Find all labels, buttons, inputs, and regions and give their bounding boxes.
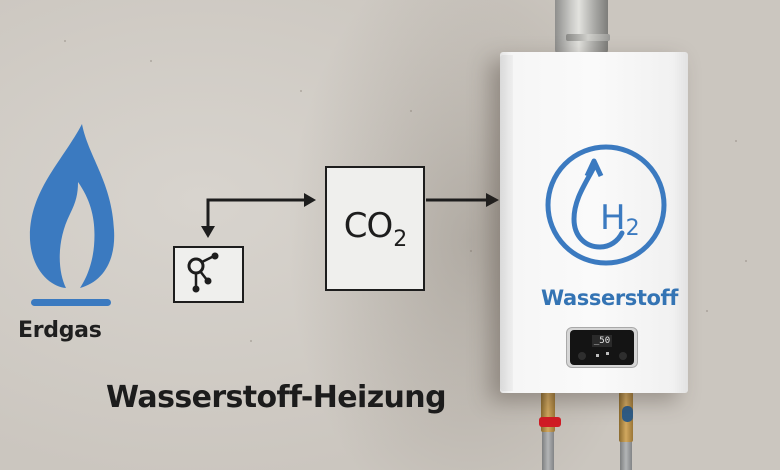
arrow-to-molecule-box: [201, 198, 308, 238]
co2-box: CO2: [325, 166, 425, 291]
valve-handle-blue[interactable]: [622, 406, 633, 422]
h2-logo-text: H2: [600, 198, 640, 241]
arrow-to-co2-box: [304, 193, 316, 207]
arrow-to-boiler: [426, 193, 499, 207]
molecule-icon: [187, 252, 219, 293]
settings-button[interactable]: [619, 352, 627, 360]
flue-pipe: [555, 0, 608, 54]
co2-subscript: 2: [393, 226, 407, 252]
status-dot: [606, 352, 609, 355]
flue-pipe-ring: [566, 34, 610, 41]
pipe-right: [620, 440, 632, 470]
flame-base-line: [31, 299, 111, 306]
pipe-left: [542, 430, 554, 470]
brand-label: Wasserstoff: [541, 286, 679, 310]
h2-droplet-logo-icon: H2: [545, 144, 667, 266]
boiler-casing-side: [500, 55, 513, 391]
co2-formula: CO2: [343, 205, 408, 252]
gas-flame-icon: [29, 124, 115, 288]
erdgas-label: Erdgas: [18, 318, 102, 343]
mode-indicator: [596, 354, 599, 357]
molecule-box: [173, 246, 244, 303]
page-title: Wasserstoff-Heizung: [106, 380, 447, 415]
power-button[interactable]: [578, 352, 586, 360]
co2-main: CO: [343, 205, 394, 246]
valve-handle-red[interactable]: [539, 417, 561, 427]
temperature-display: _50: [592, 335, 612, 347]
